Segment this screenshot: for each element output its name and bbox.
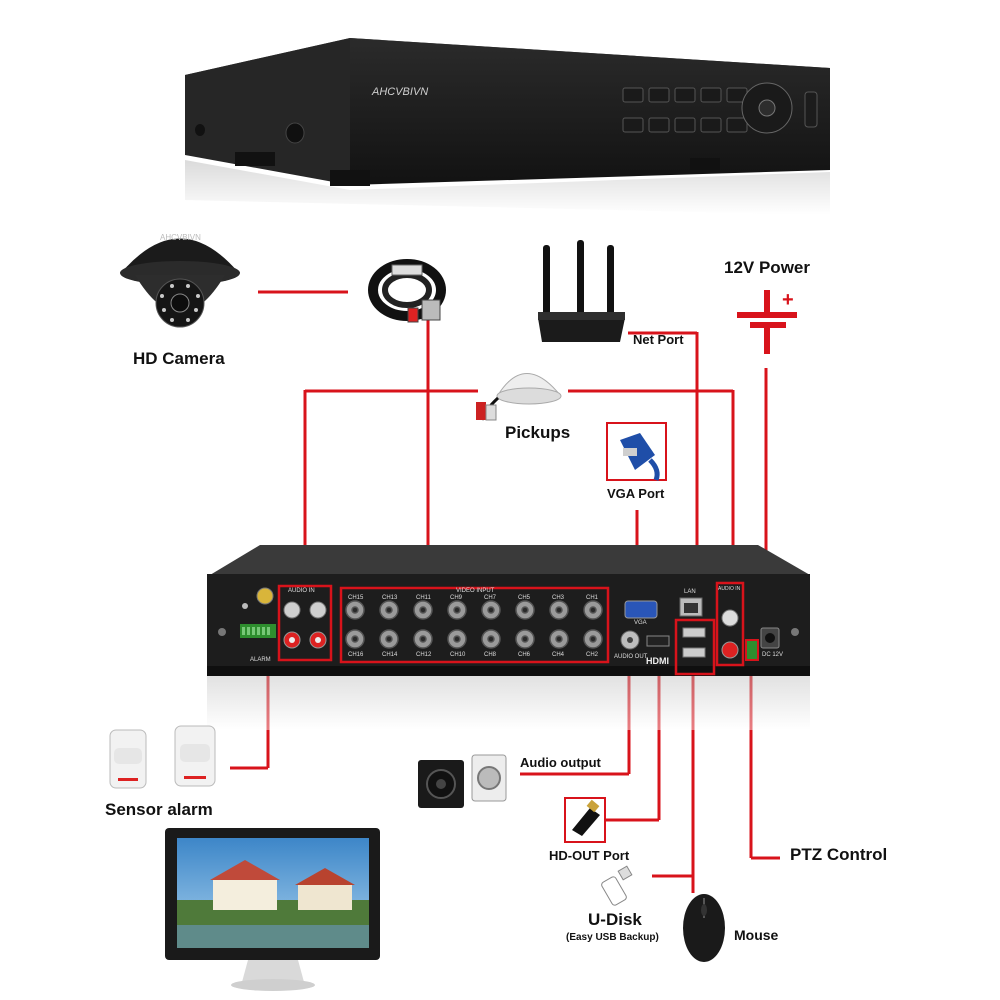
- audio-output-label: Audio output: [520, 755, 601, 770]
- channel-label-ch16: CH16: [348, 652, 364, 658]
- audio-in-right-small-label: AUDIO IN: [718, 586, 741, 592]
- hd-camera-image: AHCVBIVN: [120, 233, 240, 328]
- mouse-image: [683, 894, 725, 962]
- brand-logo: AHCVBIVN: [371, 86, 428, 98]
- u-disk-sublabel: (Easy USB Backup): [566, 932, 659, 943]
- channel-label-ch4: CH4: [552, 652, 565, 658]
- vga-port-label: VGA Port: [607, 486, 665, 501]
- u-disk-label: U-Disk: [588, 910, 642, 929]
- channel-label-ch15: CH15: [348, 595, 364, 601]
- channel-label-ch14: CH14: [382, 652, 398, 658]
- power-symbol: +: [737, 289, 797, 354]
- ptz-control-label: PTZ Control: [790, 845, 888, 864]
- channel-label-ch2: CH2: [586, 652, 599, 658]
- audio-in-box-left: [277, 584, 333, 662]
- usb-box: [674, 618, 716, 676]
- udisk-image: [601, 865, 633, 906]
- video-input-box: [339, 586, 610, 664]
- power-label: 12V Power: [724, 258, 810, 277]
- svg-text:HDMI: HDMI: [646, 656, 669, 666]
- svg-text:+: +: [782, 289, 794, 311]
- channel-label-ch9: CH9: [450, 595, 463, 601]
- net-port-label: Net Port: [633, 332, 684, 347]
- hdmi-cable-image: [564, 797, 606, 843]
- pickup-image: [476, 373, 562, 421]
- lan-small-label: LAN: [684, 589, 696, 595]
- nvr-front-unit: AHCVBIVN: [185, 38, 830, 215]
- monitor-image: [165, 828, 380, 991]
- video-input-label: VIDEO INPUT: [456, 588, 495, 594]
- vga-cable-image: [606, 422, 667, 481]
- sensor-alarm-image: [109, 725, 216, 789]
- channel-label-ch13: CH13: [382, 595, 398, 601]
- channel-label-ch3: CH3: [552, 595, 565, 601]
- bnc-cable-image: [368, 259, 446, 323]
- rear-panel: HDMI: [207, 545, 810, 730]
- audio-in-box-right: [715, 581, 745, 667]
- channel-label-ch7: CH7: [484, 595, 497, 601]
- router-image: [538, 240, 625, 342]
- pickups-label: Pickups: [505, 423, 571, 442]
- vga-small-label: VGA: [634, 620, 647, 626]
- channel-label-ch10: CH10: [450, 652, 466, 658]
- hd-out-port-label: HD-OUT Port: [549, 848, 630, 863]
- channel-label-ch12: CH12: [416, 652, 432, 658]
- channel-label-ch8: CH8: [484, 652, 497, 658]
- sensor-alarm-label: Sensor alarm: [105, 800, 213, 819]
- dc-small-label: DC 12V: [762, 652, 784, 658]
- svg-text:AHCVBIVN: AHCVBIVN: [160, 233, 201, 242]
- alarm-small-label: ALARM: [250, 657, 271, 663]
- mouse-label: Mouse: [734, 927, 779, 943]
- audio-in-label: AUDIO IN: [288, 588, 315, 594]
- channel-label-ch11: CH11: [416, 595, 431, 601]
- channel-label-ch1: CH1: [586, 595, 599, 601]
- hd-camera-label: HD Camera: [133, 349, 225, 368]
- audio-out-small-label: AUDIO OUT: [614, 654, 648, 660]
- speakers-image: [418, 754, 507, 808]
- channel-label-ch5: CH5: [518, 595, 531, 601]
- channel-label-ch6: CH6: [518, 652, 531, 658]
